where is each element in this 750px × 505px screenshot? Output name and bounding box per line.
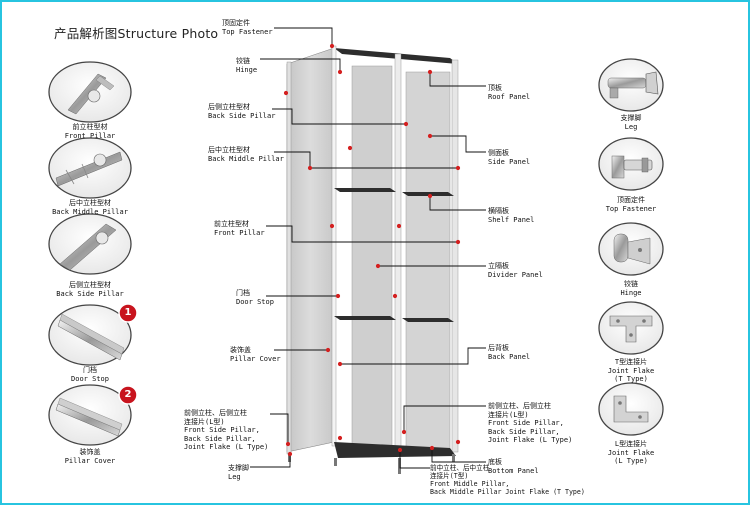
diagram-title: 产品解析图Structure Photo [54,26,219,41]
red-markers [283,43,461,457]
callout-joint-flake-l-right: 前侧立柱、后侧立柱连接片(L型)Front Side Pillar,Back S… [488,402,573,444]
part-leg-oval [598,58,664,112]
badge-2: 2 [124,389,132,400]
badge-1: 1 [124,307,132,318]
part-back-middle-pillar-oval [48,137,132,199]
part-hinge-oval [598,222,664,276]
part-pillar-cover-oval [48,384,132,446]
part-top-fastener-oval [598,137,664,191]
part-joint-flake-l-oval [598,382,664,436]
leader-lines [250,27,486,469]
callout-joint-flake-l-left: 前侧立柱、后侧立柱连接片(L型)Front Side Pillar,Back S… [184,409,269,451]
badge-1-circle [118,303,138,323]
part-back-side-pillar-oval [48,213,132,275]
callout-joint-flake-t: 前中立柱、后中立柱连接片(T型)Front Middle Pillar,Back… [430,464,585,496]
part-front-pillar-oval [48,61,132,123]
part-joint-flake-t-oval [598,301,664,355]
badge-2-circle [118,385,138,405]
cabinet-assembly [286,45,459,474]
part-door-stop-oval [48,304,132,366]
